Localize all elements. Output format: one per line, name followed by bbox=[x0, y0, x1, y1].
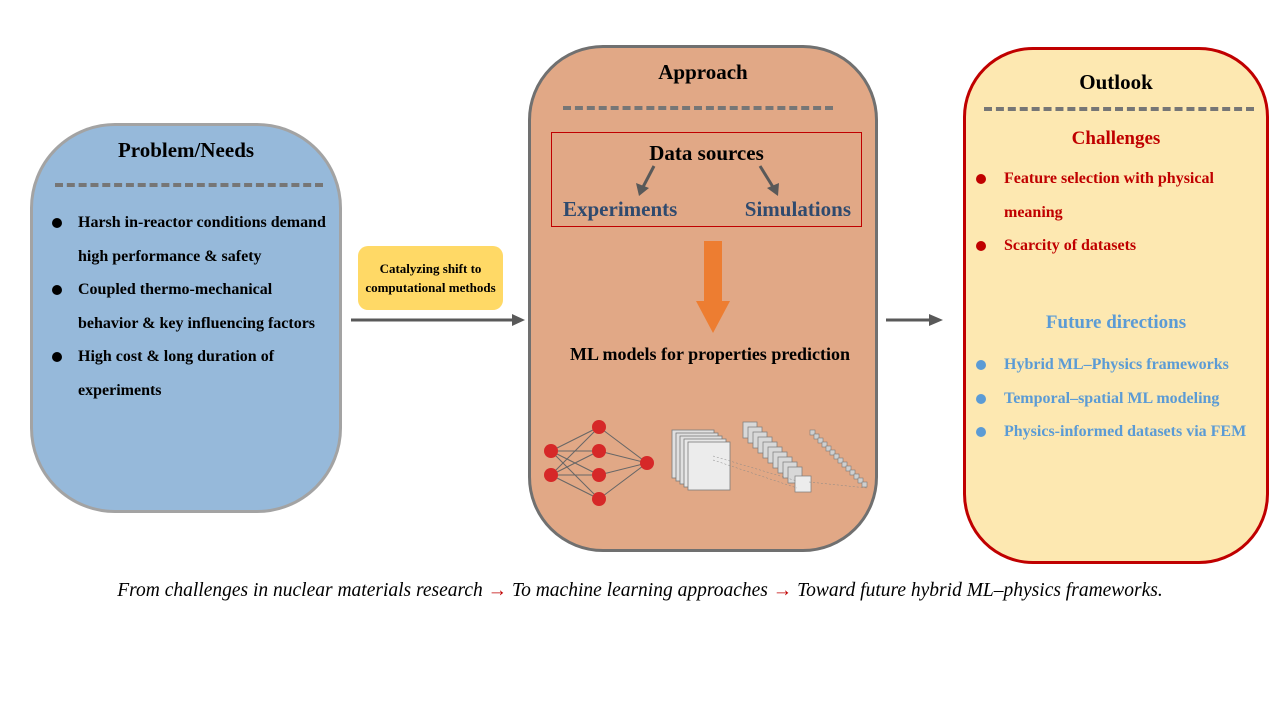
ml-models-label: ML models for properties prediction bbox=[570, 344, 850, 364]
branch-arrows-icon bbox=[636, 165, 779, 196]
bullet-dot-icon bbox=[976, 360, 986, 370]
bullet-dot-icon bbox=[976, 393, 986, 404]
future-item: Temporal–spatial ML modeling bbox=[972, 382, 1267, 416]
challenge-item: Scarcity of datasets bbox=[972, 229, 1267, 263]
data-sources-title: Data sources bbox=[649, 141, 764, 165]
experiments-label: Experiments bbox=[563, 197, 678, 221]
catalyst-note: Catalyzing shift to computational method… bbox=[358, 246, 503, 310]
right-arrow-icon bbox=[351, 314, 525, 326]
dashed-divider bbox=[55, 183, 323, 187]
problem-bullet: Harsh in-reactor conditions demand high … bbox=[48, 206, 333, 273]
problem-bullet: Coupled thermo-mechanical behavior & key… bbox=[48, 273, 333, 340]
outlook-title: Outlook bbox=[1079, 70, 1153, 94]
problem-title: Problem/Needs bbox=[117, 138, 255, 162]
caption-arrow: → bbox=[487, 580, 508, 601]
problem-bullet: High cost & long duration of experiments bbox=[48, 340, 333, 407]
future-item: Hybrid ML–Physics frameworks bbox=[972, 348, 1267, 382]
dashed-divider bbox=[984, 107, 1254, 111]
bullet-dot-icon bbox=[52, 285, 62, 295]
bullet-dot-icon bbox=[52, 352, 62, 362]
future-directions-list: Hybrid ML–Physics frameworks Temporal–sp… bbox=[972, 348, 1267, 449]
cnn-feature-map-icon bbox=[671, 421, 868, 493]
figure-caption: From challenges in nuclear materials res… bbox=[0, 580, 1280, 602]
problem-needs-panel: Problem/Needs Harsh in-reactor condition… bbox=[30, 123, 342, 513]
challenge-item: Feature selection with physical meaning bbox=[972, 162, 1267, 229]
bullet-dot-icon bbox=[976, 241, 986, 251]
data-sources-box: Data sources Experiments Simulations bbox=[551, 132, 862, 227]
dashed-divider bbox=[563, 106, 833, 110]
problem-bullet-list: Harsh in-reactor conditions demand high … bbox=[48, 206, 333, 407]
future-directions-heading: Future directions bbox=[1045, 312, 1187, 333]
bullet-dot-icon bbox=[52, 218, 62, 228]
simulations-label: Simulations bbox=[744, 197, 851, 221]
challenges-list: Feature selection with physical meaning … bbox=[972, 162, 1267, 263]
caption-arrow: → bbox=[772, 580, 793, 601]
caption-part-1: From challenges in nuclear materials res… bbox=[117, 580, 483, 601]
bullet-dot-icon bbox=[976, 427, 986, 437]
down-arrow-icon bbox=[696, 241, 730, 333]
right-arrow-icon bbox=[886, 314, 943, 326]
neural-network-icon bbox=[544, 420, 654, 506]
approach-title: Approach bbox=[658, 60, 748, 84]
outlook-panel: Outlook Challenges Feature selection wit… bbox=[963, 47, 1269, 564]
caption-part-3: Toward future hybrid ML–physics framewor… bbox=[797, 580, 1163, 601]
challenges-heading: Challenges bbox=[1071, 128, 1161, 149]
caption-part-2: To machine learning approaches bbox=[512, 580, 768, 601]
future-item: Physics-informed datasets via FEM bbox=[972, 415, 1267, 449]
approach-panel: Approach Data sources Experiments Simula… bbox=[528, 45, 878, 552]
bullet-dot-icon bbox=[976, 174, 986, 184]
